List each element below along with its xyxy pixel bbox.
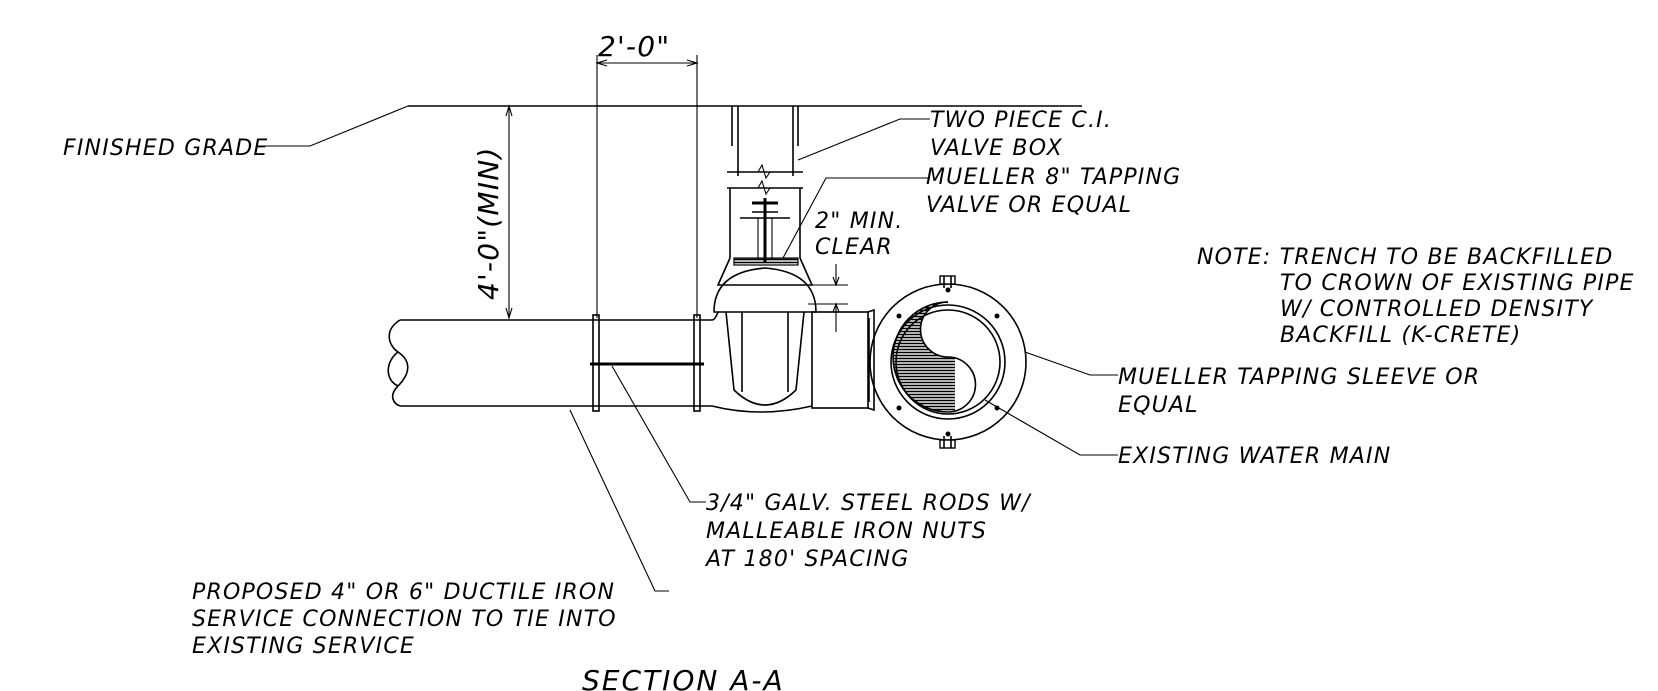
tapping-sleeve-end-view	[869, 275, 1027, 449]
valve-box	[727, 106, 803, 258]
valve-box-label-line1: TWO PIECE C.I.	[930, 108, 1112, 133]
tapping-valve	[713, 257, 817, 406]
depth-dimension-label: 4'-0"(MIN)	[472, 146, 505, 300]
rods-label-line2: MALLEABLE IRON NUTS	[706, 519, 987, 544]
leader-lines	[265, 105, 1118, 592]
depth-dimension	[505, 104, 513, 320]
water-main-label: EXISTING WATER MAIN	[1118, 444, 1391, 469]
section-title: SECTION A-A	[582, 664, 785, 691]
sleeve-label-line2: EQUAL	[1118, 393, 1199, 418]
valve-box-label-line2: VALVE BOX	[930, 136, 1063, 161]
width-dimension-label: 2'-0"	[598, 30, 670, 63]
sleeve-outlet	[811, 308, 875, 412]
valve-stem	[733, 198, 799, 266]
service-label-line2: SERVICE CONNECTION TO TIE INTO	[192, 607, 617, 632]
restraint-flanges	[590, 314, 704, 412]
clear-label-line2: CLEAR	[815, 235, 893, 260]
service-pipe	[387, 311, 813, 413]
clear-dimension	[808, 264, 848, 332]
note-line1: NOTE: TRENCH TO BE BACKFILLED	[1197, 245, 1613, 270]
note-line2: TO CROWN OF EXISTING PIPE	[1280, 271, 1635, 296]
finished-grade-label: FINISHED GRADE	[63, 136, 268, 161]
clear-label-line1: 2" MIN.	[815, 209, 903, 234]
service-label-line1: PROPOSED 4" OR 6" DUCTILE IRON	[192, 580, 615, 605]
service-label-line3: EXISTING SERVICE	[192, 634, 415, 659]
note-line4: BACKFILL (K-CRETE)	[1280, 323, 1521, 348]
note-line3: W/ CONTROLLED DENSITY	[1280, 297, 1594, 322]
sleeve-label-line1: MUELLER TAPPING SLEEVE OR	[1118, 365, 1480, 390]
tapping-valve-label-line2: VALVE OR EQUAL	[926, 193, 1132, 218]
rods-label-line3: AT 180' SPACING	[704, 547, 909, 572]
tapping-valve-label-line1: MUELLER 8" TAPPING	[926, 165, 1181, 190]
rods-label-line1: 3/4" GALV. STEEL RODS W/	[706, 491, 1032, 516]
width-dimension	[595, 55, 699, 318]
